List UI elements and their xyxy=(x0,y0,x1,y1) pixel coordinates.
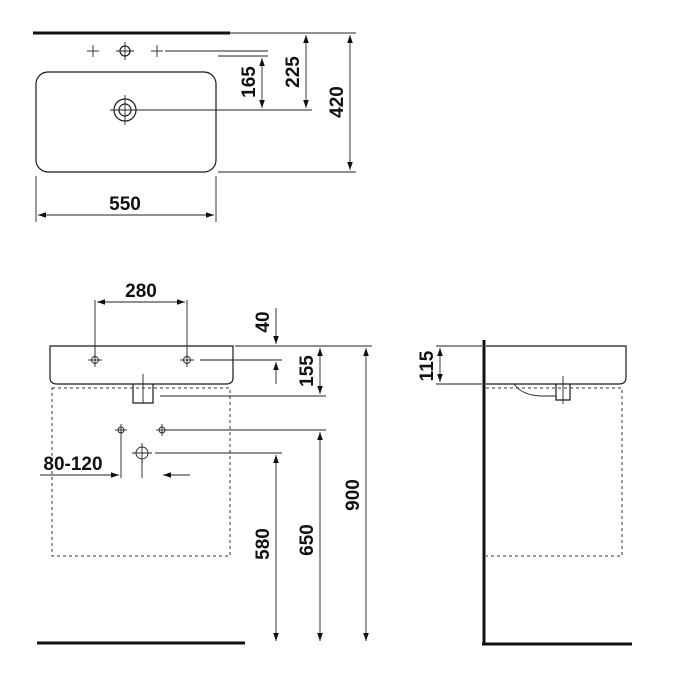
cabinet-outline-front xyxy=(51,387,231,557)
basin-outline-side xyxy=(486,345,627,385)
side-view: 115 xyxy=(417,340,632,646)
dim-label-900: 900 xyxy=(343,479,364,511)
basin-outline-front xyxy=(49,345,234,385)
dim-label-80-120: 80-120 xyxy=(43,454,102,475)
dim-label-650: 650 xyxy=(297,524,318,556)
basin-outline-top xyxy=(35,71,217,173)
dim-label-155: 155 xyxy=(297,355,318,387)
tap-hole-right xyxy=(151,45,163,57)
top-view: 550 165 225 420 xyxy=(33,31,356,222)
dim-label-165: 165 xyxy=(239,66,260,98)
waste-outlet xyxy=(132,443,152,463)
cabinet-outline-side xyxy=(486,387,623,557)
dim-label-280: 280 xyxy=(125,281,157,302)
dim-label-420: 420 xyxy=(327,86,348,118)
dim-label-225: 225 xyxy=(283,56,304,88)
tap-hole-front-right xyxy=(180,353,194,367)
dim-label-115: 115 xyxy=(417,350,438,381)
dim-label-580: 580 xyxy=(253,528,274,560)
supply-valve-left xyxy=(115,424,127,436)
tap-hole-left xyxy=(87,45,99,57)
dim-label-40: 40 xyxy=(253,311,274,332)
dim-label-550: 550 xyxy=(109,194,141,215)
front-view: 280 40 155 80-120 580 650 900 xyxy=(37,281,372,645)
bowl-curve-side xyxy=(513,383,556,397)
tap-hole-center xyxy=(116,42,134,60)
